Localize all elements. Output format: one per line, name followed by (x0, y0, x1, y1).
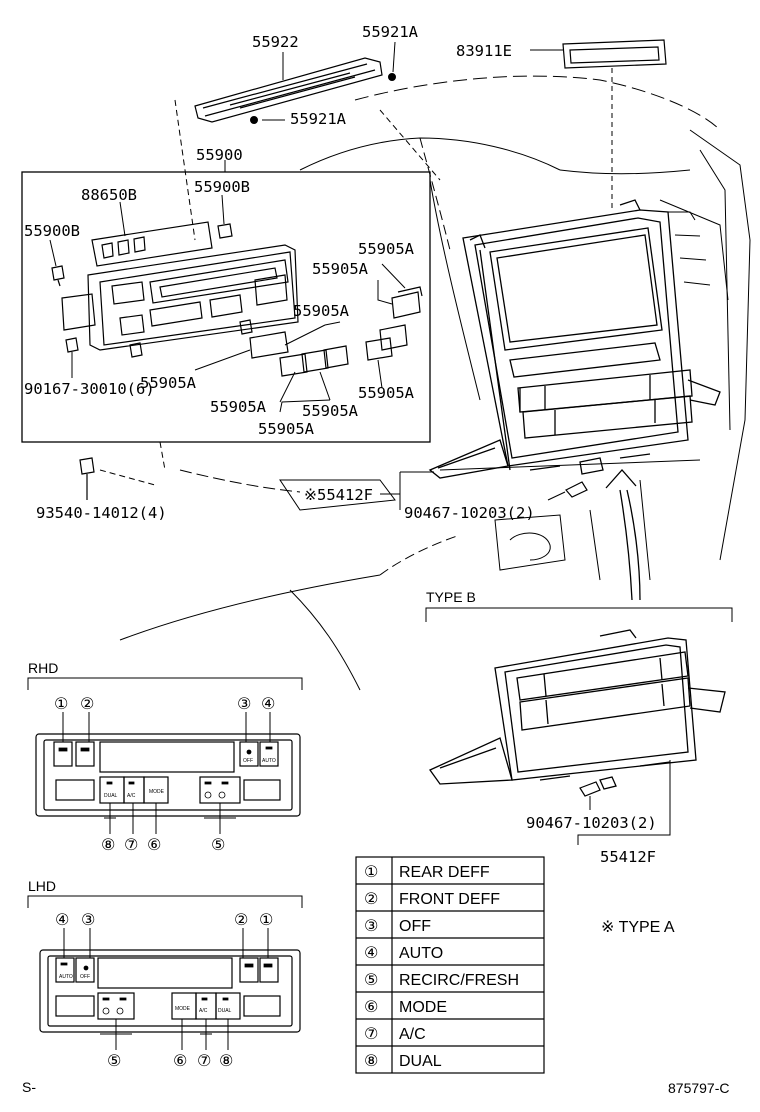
label-55905a-5: 55905A (358, 384, 415, 402)
rhd-bracket (27, 677, 303, 690)
control-unit-box (21, 171, 431, 443)
label-55921a-top: 55921A (362, 23, 419, 41)
legend-number: ⑧ (364, 1053, 378, 1070)
lhd-callout-3: ③ (81, 912, 95, 929)
label-55900b-right: 55900B (194, 178, 250, 196)
legend-number: ② (364, 891, 378, 908)
rhd-callout-1: ① (54, 696, 68, 713)
label-55921a-bottom: 55921A (290, 110, 347, 128)
insert-arrow (605, 469, 641, 601)
clip-90467-type-b (579, 781, 601, 797)
legend-label: DUAL (399, 1053, 442, 1070)
lhd-btn-dual-text: DUAL (218, 1008, 232, 1014)
label-55412f-type-b: 55412F (600, 848, 656, 866)
rhd-callout-lines (62, 712, 271, 834)
type-a-note: ※ TYPE A (601, 919, 675, 936)
dashboard-outline (119, 75, 751, 691)
rhd-button-marks (58, 746, 273, 799)
rhd-callout-4: ④ (261, 696, 275, 713)
type-b-bracket (425, 607, 733, 622)
label-55905a-8: 55905A (258, 420, 315, 438)
legend-label: FRONT DEFF (399, 891, 500, 908)
lhd-callout-7: ⑦ (197, 1053, 211, 1070)
lhd-callout-5: ⑤ (107, 1053, 121, 1070)
rhd-callout-6: ⑥ (147, 837, 161, 854)
legend-number: ④ (364, 945, 378, 962)
knob-group-55905a (249, 286, 423, 377)
clip-55921a-bottom (250, 116, 258, 124)
legend-number: ① (364, 864, 378, 881)
label-55905a-1: 55905A (358, 240, 415, 258)
rhd-btn-dual-text: DUAL (104, 793, 118, 799)
rhd-callout-8: ⑧ (101, 837, 115, 854)
rhd-btn-off-text: OFF (243, 758, 253, 764)
label-55900b-left: 55900B (24, 222, 80, 240)
label-55905a-4: 55905A (140, 374, 197, 392)
legend-label: A/C (399, 1026, 426, 1043)
clip-90467-type-a (565, 481, 588, 498)
legend-label: REAR DEFF (399, 864, 490, 881)
rhd-callout-3: ③ (237, 696, 251, 713)
lhd-callout-1: ① (259, 912, 273, 929)
label-55905a-2: 55905A (312, 260, 369, 278)
lhd-callout-2: ② (234, 912, 248, 929)
legend-label: AUTO (399, 945, 443, 962)
lhd-btn-mode-text: MODE (175, 1006, 191, 1012)
legend-label: MODE (399, 999, 447, 1016)
ac-control-unit-55900 (61, 221, 299, 358)
lhd-control-panel (39, 949, 301, 1033)
legend-number: ⑤ (364, 972, 378, 989)
label-55905a-7: 55905A (302, 402, 359, 420)
screw-55900b-right (217, 223, 233, 239)
label-55900: 55900 (196, 146, 243, 164)
lhd-bracket (27, 895, 303, 908)
rhd-callout-2: ② (80, 696, 94, 713)
label-55412f-type-a: ※55412F (304, 486, 373, 504)
lhd-btn-auto-text: AUTO (59, 974, 73, 980)
legend-number: ⑦ (364, 1026, 378, 1043)
display-83911e (562, 39, 667, 69)
center-cluster-type-b (429, 629, 726, 790)
label-55922: 55922 (252, 33, 299, 51)
lhd-callout-4: ④ (55, 912, 69, 929)
lhd-btn-off-text: OFF (80, 974, 90, 980)
legend-label: OFF (399, 918, 431, 935)
screw-93540 (79, 457, 95, 500)
rhd-callout-5: ⑤ (211, 837, 225, 854)
rhd-control-panel (35, 733, 301, 817)
legend-number: ③ (364, 918, 378, 935)
rhd-callout-7: ⑦ (124, 837, 138, 854)
lhd-callout-lines (63, 928, 269, 1050)
legend-number: ⑥ (364, 999, 378, 1016)
lhd-button-marks (60, 962, 273, 1015)
label-90467-type-b: 90467-10203(2) (526, 814, 657, 832)
corner-mark: S- (22, 1079, 36, 1095)
rhd-btn-ac-text: A/C (127, 793, 136, 799)
rhd-title: RHD (28, 660, 58, 676)
label-55905a-3: 55905A (293, 302, 350, 320)
label-90167: 90167-30010(6) (24, 380, 155, 398)
rhd-btn-mode-text: MODE (149, 789, 165, 795)
lhd-btn-ac-text: A/C (199, 1008, 208, 1014)
lhd-title: LHD (28, 878, 56, 894)
drawing-id: 875797-C (668, 1080, 730, 1096)
lhd-callout-6: ⑥ (173, 1053, 187, 1070)
part-labels: 55922 55921A 55921A 83911E 55900 88650B … (24, 23, 657, 866)
rhd-btn-auto-text: AUTO (262, 758, 276, 764)
screw-55900b-left (51, 265, 65, 287)
legend-table: ① REAR DEFF ② FRONT DEFF ③ OFF ④ AUTO ⑤ RECIRC/FR… (355, 856, 545, 1074)
type-b-title: TYPE B (426, 589, 476, 605)
trim-panel-55922 (194, 57, 383, 123)
center-cluster-type-a (428, 199, 721, 479)
label-90467-type-a: 90467-10203(2) (404, 504, 535, 522)
lhd-callout-8: ⑧ (219, 1053, 233, 1070)
label-93540: 93540-14012(4) (36, 504, 167, 522)
label-88650b: 88650B (81, 186, 137, 204)
label-55905a-6: 55905A (210, 398, 267, 416)
legend-label: RECIRC/FRESH (399, 972, 519, 989)
screw-90167 (65, 337, 79, 353)
clip-55921a-top (388, 73, 396, 81)
label-83911e: 83911E (456, 42, 512, 60)
